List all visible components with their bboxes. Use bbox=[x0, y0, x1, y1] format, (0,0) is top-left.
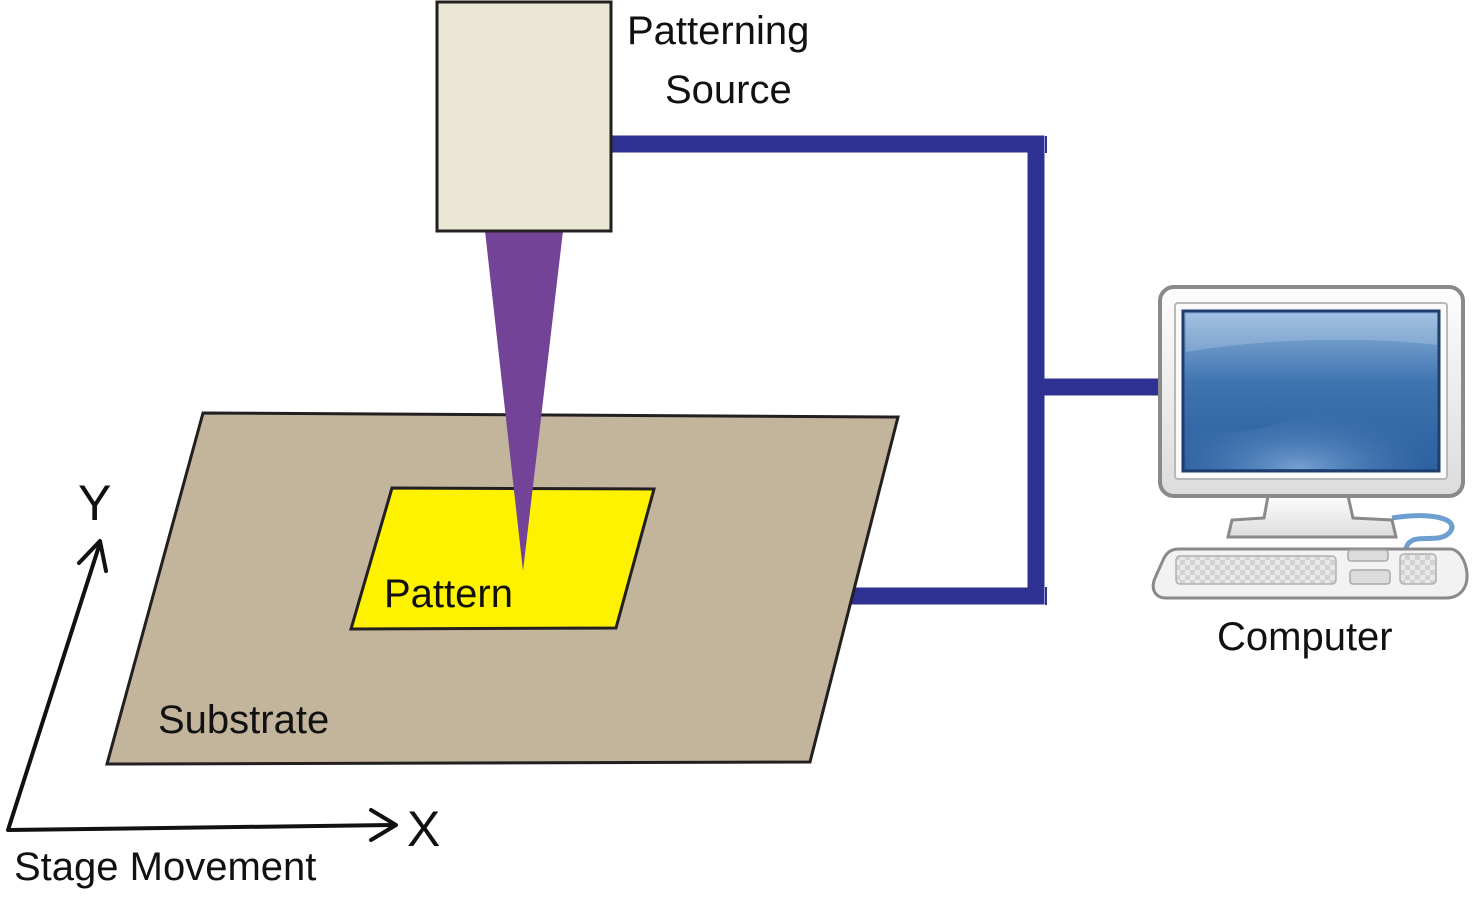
stage-movement-label: Stage Movement bbox=[14, 845, 316, 889]
keyboard-keys-nav-bottom bbox=[1349, 569, 1391, 585]
x-arrowhead-icon bbox=[369, 808, 398, 842]
source-label-line1: Patterning bbox=[627, 9, 809, 53]
stage-axes bbox=[6, 539, 398, 842]
keyboard-keys-nav-top bbox=[1347, 549, 1389, 562]
keyboard-keys-numpad bbox=[1399, 553, 1437, 585]
screen-wave bbox=[1186, 362, 1437, 469]
pattern-label: Pattern bbox=[384, 572, 513, 616]
source-cable bbox=[612, 135, 1045, 605]
substrate-label: Substrate bbox=[158, 698, 329, 742]
x-axis-label: X bbox=[407, 801, 440, 857]
cable-network bbox=[612, 135, 1160, 605]
screen-highlight bbox=[1186, 314, 1437, 352]
patterning-beam bbox=[485, 231, 563, 571]
monitor-cable bbox=[1391, 513, 1455, 550]
computer-label: Computer bbox=[1217, 615, 1393, 659]
patterning-source-box bbox=[435, 0, 613, 233]
y-axis-label: Y bbox=[78, 475, 111, 531]
monitor-stand bbox=[1226, 494, 1398, 539]
pattern-area bbox=[348, 486, 656, 631]
keyboard-keys-main bbox=[1175, 555, 1337, 585]
desktop-computer-icon bbox=[1151, 285, 1469, 600]
axis-lines bbox=[6, 541, 397, 832]
source-label-line2: Source bbox=[665, 68, 792, 112]
y-arrowhead-icon bbox=[77, 539, 108, 573]
